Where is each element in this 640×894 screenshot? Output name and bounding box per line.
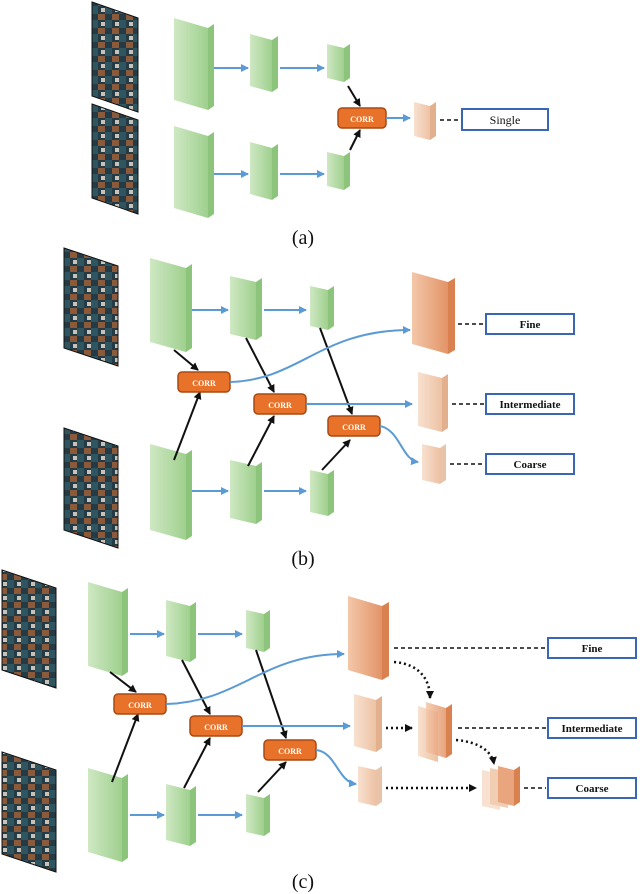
corr-label: CORR: [204, 723, 228, 732]
feature-map: [166, 600, 196, 662]
output-label-fine: Fine: [582, 643, 603, 655]
corr-input-arrow: [173, 349, 199, 371]
output-label-intermediate: Intermediate: [561, 723, 622, 735]
panel-caption-c: (c): [292, 871, 314, 893]
output-label-intermediate: Intermediate: [499, 399, 560, 411]
corr-input-arrow: [257, 761, 287, 793]
input-image-bottom: [63, 427, 119, 549]
fused-flow-coarse: [482, 766, 520, 810]
input-image-bottom: [1, 751, 57, 873]
feature-map: [250, 34, 278, 92]
corr-input-arrow: [349, 129, 361, 151]
feature-map: [250, 142, 278, 200]
output-label-box: [547, 717, 637, 739]
dotted-arrow: [455, 738, 497, 765]
feature-map: [310, 470, 334, 516]
feature-map: [150, 444, 192, 540]
corr-input-arrow: [321, 439, 351, 471]
corr-input-arrow: [181, 659, 211, 715]
corr-label: CORR: [268, 401, 292, 410]
flow-arrow: [229, 326, 411, 383]
output-label-box: [485, 313, 575, 335]
input-image-top: [1, 569, 57, 689]
input-image-bottom: [91, 103, 139, 215]
corr-label: CORR: [278, 747, 302, 756]
output-flow: [414, 102, 436, 140]
output-flow-fine: [412, 272, 455, 354]
feature-map: [327, 152, 350, 190]
corr-label: CORR: [342, 423, 366, 432]
feature-map: [327, 44, 350, 82]
corr-input-arrow: [255, 649, 288, 739]
feature-map: [230, 276, 262, 340]
corr-input-arrow: [245, 337, 275, 393]
output-flow-coarse: [422, 444, 446, 484]
output-label-coarse: Coarse: [514, 459, 547, 471]
input-image-top: [91, 1, 139, 113]
corr-label: CORR: [192, 379, 216, 388]
output-label-box: [547, 637, 637, 659]
corr-input-arrow: [109, 671, 137, 693]
output-label-box: [547, 777, 637, 799]
feature-map: [246, 794, 270, 836]
corr-input-arrow: [319, 327, 354, 415]
output-label-single: Single: [490, 113, 521, 127]
panel-caption-a: (a): [292, 227, 314, 249]
feature-map: [150, 258, 192, 352]
output-flow-intermediate: [418, 372, 448, 432]
output-flow-intermediate: [354, 694, 382, 752]
corr-label: CORR: [128, 701, 152, 710]
flow-arrow: [165, 650, 345, 705]
output-label-fine: Fine: [520, 319, 541, 331]
corr-input-arrow: [173, 391, 202, 461]
feature-map: [88, 768, 128, 862]
dotted-arrow: [393, 660, 434, 699]
feature-map: [88, 582, 128, 676]
panel-b: CORR CORR CORR Fine Intermediat: [63, 247, 575, 570]
fused-flow-intermediate: [418, 702, 452, 762]
panel-a: CORR Single (a): [91, 1, 549, 249]
feature-map: [310, 286, 334, 330]
feature-map: [246, 610, 270, 652]
output-label-coarse: Coarse: [576, 783, 609, 795]
corr-label: CORR: [350, 115, 374, 124]
output-flow-coarse: [358, 766, 382, 806]
feature-map: [174, 126, 214, 218]
panel-c: CORR CORR CORR: [1, 569, 637, 893]
input-image-top: [63, 247, 119, 367]
output-label-box: [485, 393, 575, 415]
corr-input-arrow: [111, 713, 140, 783]
corr-input-arrow: [347, 85, 361, 107]
flow-arrow: [379, 425, 419, 466]
output-label-box: [461, 108, 549, 131]
flow-arrow: [315, 749, 357, 788]
panel-caption-b: (b): [291, 548, 314, 570]
corr-input-arrow: [183, 737, 211, 789]
output-flow-fine: [348, 596, 389, 680]
feature-map: [230, 460, 262, 524]
output-label-box: [485, 453, 575, 475]
feature-map: [166, 784, 196, 846]
corr-input-arrow: [247, 415, 275, 467]
feature-map: [174, 18, 214, 110]
